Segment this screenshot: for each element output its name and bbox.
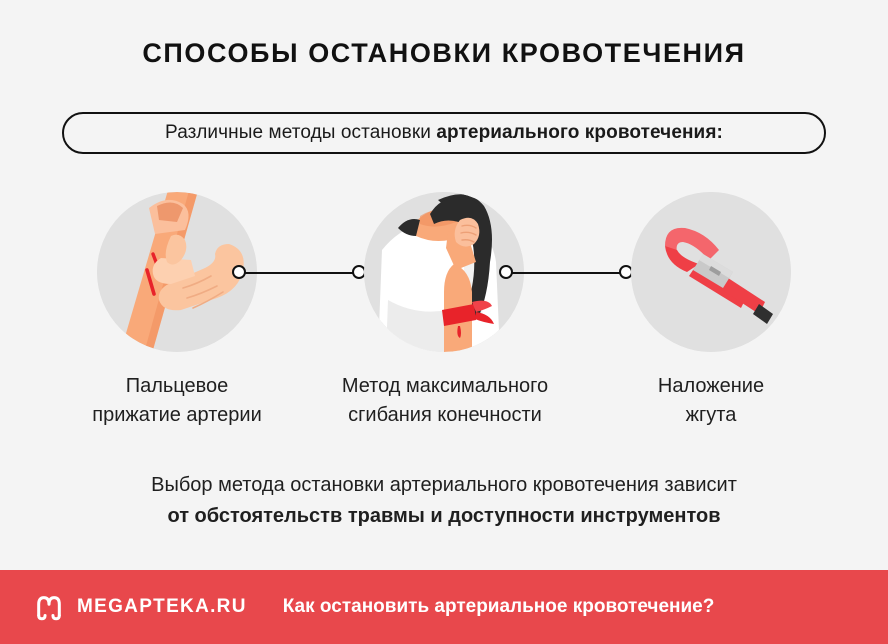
connector-1-line <box>239 272 359 274</box>
summary-note-line-1: Выбор метода остановки артериального кро… <box>151 474 737 496</box>
step-3-caption: Наложение жгута <box>600 372 822 430</box>
connector-2 <box>499 265 633 281</box>
megapteka-m-logo-icon <box>37 596 61 621</box>
step-1-caption-line-2: прижатие артерии <box>92 404 262 426</box>
connector-1 <box>232 265 366 281</box>
finger-pressure-on-artery-icon <box>97 192 257 352</box>
step-3-caption-line-1: Наложение <box>657 375 765 397</box>
maximal-limb-flexion-icon <box>364 192 524 352</box>
summary-note-line-2: от обстоятельств травмы и доступности ин… <box>167 505 721 527</box>
subtitle-bold-part: артериального кровотечения: <box>436 122 723 143</box>
footer-caption: Как остановить артериальное кровотечение… <box>282 596 715 617</box>
step-3-caption-line-2: жгута <box>685 404 737 426</box>
page-title: СПОСОБЫ ОСТАНОВКИ КРОВОТЕЧЕНИЯ <box>142 38 746 68</box>
step-captions: Пальцевое прижатие артерии Метод максима… <box>0 372 888 432</box>
step-1-caption-line-1: Пальцевое <box>125 375 229 397</box>
step-3-illustration-circle <box>631 192 791 352</box>
subtitle-text: Различные методы остановки артериального… <box>165 122 723 144</box>
step-1-illustration-circle <box>97 192 257 352</box>
connector-2-node-left <box>499 265 513 279</box>
steps-row <box>0 192 888 362</box>
step-1-caption: Пальцевое прижатие артерии <box>47 372 307 430</box>
connector-2-line <box>506 272 626 274</box>
connector-1-node-left <box>232 265 246 279</box>
step-2-illustration-circle <box>364 192 524 352</box>
subtitle-pill: Различные методы остановки артериального… <box>62 112 826 154</box>
footer-brand-name[interactable]: MEGAPTEKA.RU <box>77 596 247 617</box>
summary-note: Выбор метода остановки артериального кро… <box>0 470 888 532</box>
tourniquet-strap-icon <box>631 192 791 352</box>
step-2-caption-line-2: сгибания конечности <box>348 404 542 426</box>
subtitle-regular-part: Различные методы остановки <box>165 122 437 143</box>
step-2-caption-line-1: Метод максимального <box>341 375 549 397</box>
step-2-caption: Метод максимального сгибания конечности <box>295 372 595 430</box>
footer-bar: MEGAPTEKA.RU Как остановить артериальное… <box>0 570 888 644</box>
